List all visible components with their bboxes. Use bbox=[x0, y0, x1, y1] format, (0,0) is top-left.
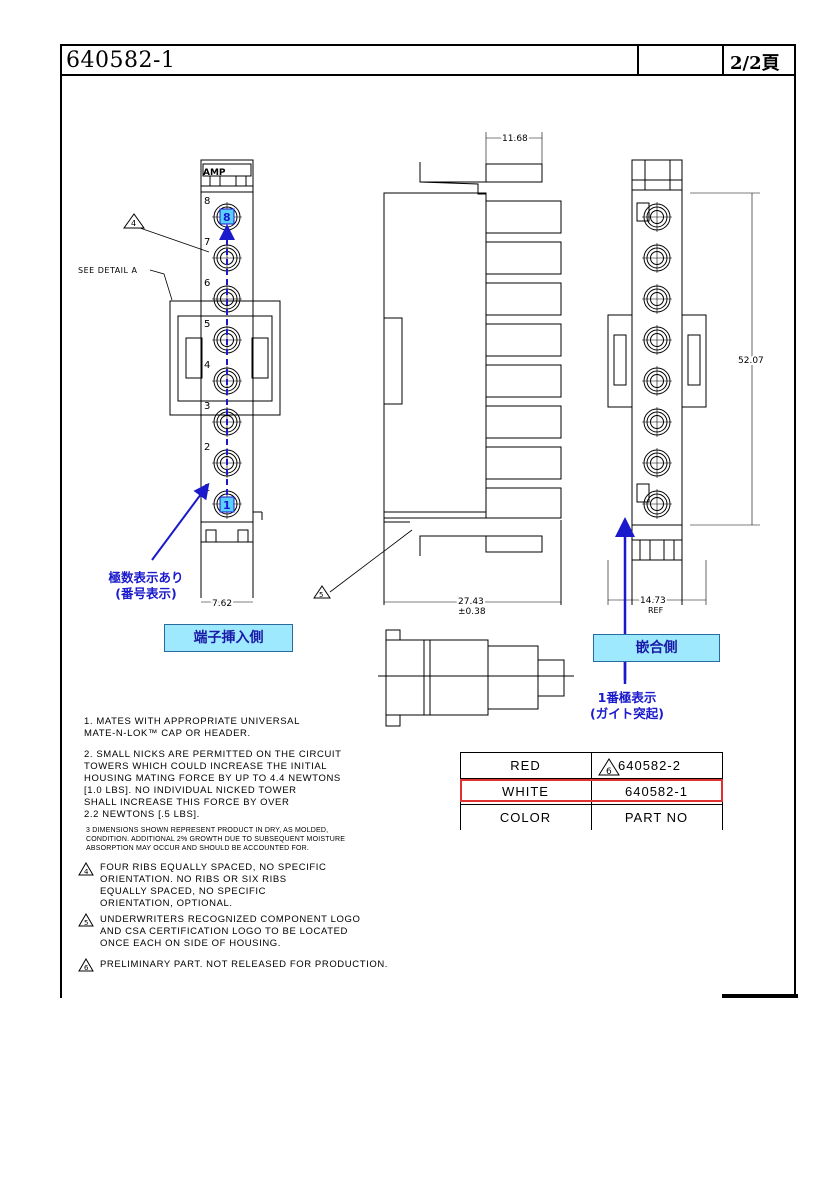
svg-text:1: 1 bbox=[223, 499, 231, 512]
table-row-white-part: 640582-1 bbox=[625, 784, 688, 799]
pole-number-subtext: (番号表示) bbox=[115, 586, 177, 601]
svg-text:7: 7 bbox=[204, 237, 210, 248]
title-block-empty-cell bbox=[637, 44, 722, 76]
table-header-color: COLOR bbox=[499, 810, 552, 825]
note-6-flag-icon: 6 bbox=[78, 957, 94, 976]
dim-pitch: 7.62 bbox=[212, 599, 232, 609]
note-4-text: FOUR RIBS EQUALLY SPACED, NO SPECIFIC OR… bbox=[100, 862, 327, 909]
note-1: 1. MATES WITH APPROPRIATE UNIVERSAL MATE… bbox=[84, 716, 384, 740]
note-5-flag-icon: 5 bbox=[78, 912, 94, 931]
amp-logo: AMP bbox=[203, 168, 226, 178]
note-5-text: UNDERWRITERS RECOGNIZED COMPONENT LOGO A… bbox=[100, 914, 361, 949]
note-2-text: SMALL NICKS ARE PERMITTED ON THE CIRCUIT… bbox=[84, 749, 342, 820]
table-row-red-flag-icon: 6 bbox=[598, 758, 620, 780]
note-4-flag-icon: 4 bbox=[78, 861, 94, 880]
svg-text:3: 3 bbox=[204, 401, 210, 412]
flag-5-icon: 5 bbox=[313, 529, 413, 599]
pin1-mark-note: 1番極表示 (ガイト突起) bbox=[572, 690, 682, 722]
terminal-side-label: 端子挿入側 bbox=[164, 624, 293, 652]
note-3: 3 DIMENSIONS SHOWN REPRESENT PRODUCT IN … bbox=[86, 826, 406, 853]
mating-view-pins bbox=[641, 201, 673, 520]
pin1-mark-text: 1番極表示 bbox=[597, 690, 657, 705]
pole-number-note: 極数表示あり (番号表示) bbox=[84, 570, 208, 602]
side-view bbox=[383, 162, 562, 605]
svg-text:4: 4 bbox=[204, 360, 210, 371]
frame-bottom-mark bbox=[722, 994, 798, 998]
note-1-number: 1. bbox=[84, 716, 94, 727]
svg-text:8: 8 bbox=[204, 196, 210, 207]
frame-left-border bbox=[60, 76, 62, 998]
table-row-highlight bbox=[460, 779, 723, 802]
note-1-text: MATES WITH APPROPRIATE UNIVERSAL MATE-N-… bbox=[84, 716, 300, 739]
pin1-mark-subtext: (ガイト突起) bbox=[590, 706, 664, 721]
dim-length: 27.43 bbox=[458, 597, 484, 607]
pin-number-labels: 8 7 6 5 4 3 2 1 bbox=[204, 196, 210, 494]
note-2-number: 2. bbox=[84, 749, 94, 760]
table-row-red-part: 640582-2 bbox=[618, 758, 681, 773]
see-detail-label: SEE DETAIL A bbox=[78, 266, 138, 275]
svg-text:4: 4 bbox=[84, 868, 89, 876]
pole-number-text: 極数表示あり bbox=[108, 570, 184, 585]
note-3-number: 3 bbox=[86, 827, 91, 834]
svg-text:6: 6 bbox=[204, 278, 210, 289]
mating-side-label: 嵌合側 bbox=[593, 634, 720, 662]
pin-1-highlight bbox=[219, 496, 235, 513]
dim-width: 14.73 bbox=[640, 596, 666, 606]
dim-length-tol: ±0.38 bbox=[458, 607, 486, 617]
title-block bbox=[60, 44, 796, 76]
dim-width-ref: REF bbox=[648, 606, 664, 615]
svg-text:4: 4 bbox=[131, 219, 136, 228]
title-block-page-cell bbox=[722, 44, 796, 76]
svg-text:8: 8 bbox=[223, 211, 231, 224]
svg-text:5: 5 bbox=[84, 919, 88, 927]
page-number: 2/2頁 bbox=[730, 53, 780, 74]
part-number-title: 640582-1 bbox=[66, 48, 176, 73]
dim-height: 52.07 bbox=[738, 356, 764, 366]
table-header-part-no: PART NO bbox=[624, 810, 689, 825]
svg-text:5: 5 bbox=[204, 319, 210, 330]
part-color-table: RED 6 640582-2 WHITE 640582-1 COLOR PART… bbox=[460, 752, 723, 830]
pole-number-arrow bbox=[151, 482, 210, 561]
table-row-white-color: WHITE bbox=[502, 784, 549, 799]
frame-right-border bbox=[794, 76, 796, 998]
svg-text:6: 6 bbox=[606, 767, 612, 776]
svg-text:2: 2 bbox=[204, 442, 210, 453]
note-3-text: DIMENSIONS SHOWN REPRESENT PRODUCT IN DR… bbox=[86, 827, 346, 852]
svg-text:6: 6 bbox=[84, 964, 89, 972]
svg-text:5: 5 bbox=[319, 591, 323, 599]
table-row-red-color: RED bbox=[510, 758, 541, 773]
bottom-view bbox=[378, 629, 574, 727]
dim-top: 11.68 bbox=[502, 134, 528, 144]
flag-4-icon: 4 bbox=[123, 213, 210, 253]
mating-view bbox=[607, 159, 707, 605]
note-2: 2. SMALL NICKS ARE PERMITTED ON THE CIRC… bbox=[84, 749, 404, 821]
note-6-text: PRELIMINARY PART. NOT RELEASED FOR PRODU… bbox=[100, 959, 389, 970]
connector-drawing: AMP 8 7 6 5 4 3 2 1 8 1 4 SEE DETAIL A 7… bbox=[78, 132, 766, 727]
front-view bbox=[169, 159, 281, 598]
